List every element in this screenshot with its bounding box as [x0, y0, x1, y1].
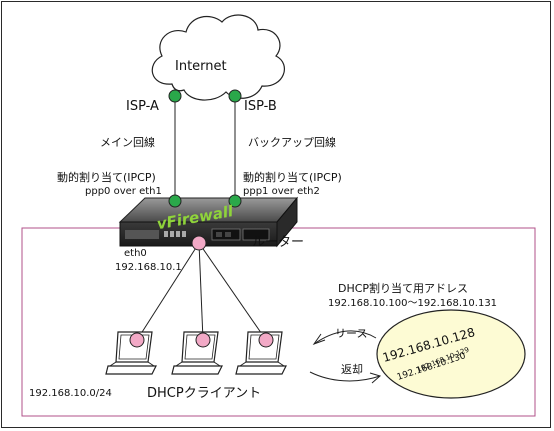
subnet-label: 192.168.10.0/24 — [29, 388, 112, 399]
return-arrowhead — [369, 372, 382, 384]
lan-line-3 — [198, 242, 267, 341]
dynamic-a-label: 動的割り当て(IPCP) — [57, 171, 156, 184]
ppp1-node — [228, 194, 242, 208]
main-line-label: メイン回線 — [100, 136, 155, 149]
ppp0-node — [168, 194, 182, 208]
client-node — [129, 332, 145, 348]
client-node — [195, 332, 211, 348]
isp-a-label: ISP-A — [126, 99, 159, 114]
backup-line-label: バックアップ回線 — [248, 136, 336, 149]
eth0-label: eth0 — [124, 248, 147, 259]
isp-b-node — [228, 89, 242, 103]
ppp0-label: ppp0 over eth1 — [85, 186, 162, 197]
lease-arrow — [313, 330, 377, 345]
eth0-ip-label: 192.168.10.1 — [115, 262, 182, 273]
clients-label: DHCPクライアント — [147, 386, 262, 401]
internet-label: Internet — [175, 59, 227, 74]
lease-label: リース — [335, 327, 368, 340]
return-arrow — [309, 371, 381, 382]
dynamic-b-label: 動的割り当て(IPCP) — [243, 171, 342, 184]
isp-a-node — [168, 89, 182, 103]
vfirewall-device — [118, 196, 299, 248]
pool-range-label: 192.168.10.100～192.168.10.131 — [328, 298, 498, 309]
eth0-node — [191, 235, 207, 251]
lan-line-2 — [198, 242, 204, 341]
return-label: 返却 — [341, 363, 363, 376]
client-node — [258, 332, 274, 348]
lan-line-1 — [136, 242, 200, 341]
router-label: ルーター — [252, 235, 305, 250]
dhcp-pool — [376, 309, 526, 399]
isp-b-label: ISP-B — [244, 99, 277, 114]
lease-arrowhead — [312, 333, 326, 346]
ppp1-label: ppp1 over eth2 — [243, 186, 320, 197]
pool-title-label: DHCP割り当て用アドレス — [338, 282, 469, 295]
internet-cloud — [151, 14, 285, 101]
